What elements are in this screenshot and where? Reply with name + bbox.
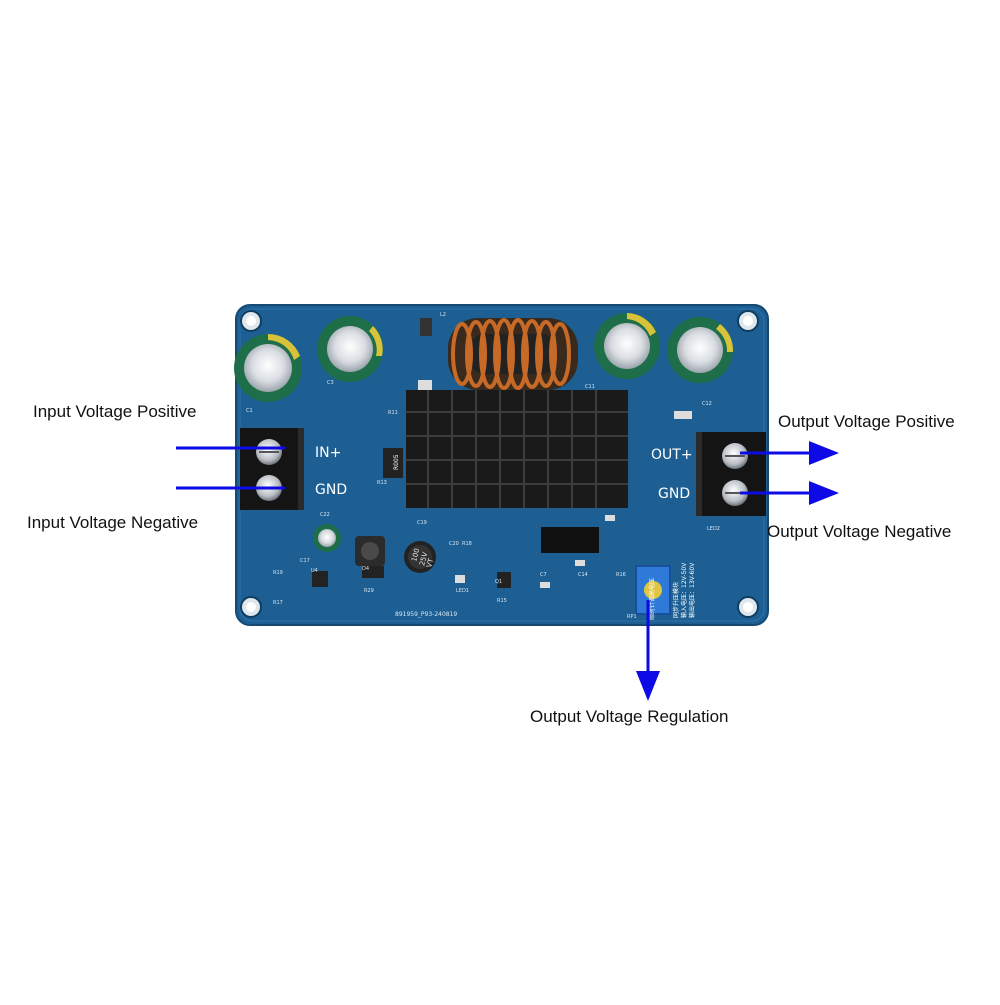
svg-text:L2: L2 [440, 312, 446, 318]
callout-input-negative: Input Voltage Negative [27, 513, 199, 532]
electrolytic-capacitor-icon [234, 313, 734, 402]
svg-text:C1: C1 [246, 408, 253, 414]
label-in-plus: IN+ [315, 445, 341, 461]
toroid-inductor-icon [448, 318, 578, 390]
svg-text:R19: R19 [273, 570, 283, 576]
svg-text:LED1: LED1 [456, 588, 469, 594]
label-gnd-out: GND [658, 486, 690, 502]
silkscreen-serial: 891959_P93-240819 [395, 611, 457, 618]
svg-text:R17: R17 [273, 600, 283, 606]
svg-text:C20: C20 [449, 541, 459, 547]
svg-text:R16: R16 [616, 572, 626, 578]
svg-text:C7: C7 [540, 572, 547, 578]
label-out-plus: OUT+ [651, 447, 693, 463]
cap-c19-value: 100 [410, 548, 421, 563]
screw-terminal-icon [696, 432, 766, 516]
svg-text:R29: R29 [364, 588, 374, 594]
heatsink-icon [406, 390, 628, 508]
chinese-line4: 顺时针调高电压 [648, 578, 656, 620]
svg-text:C14: C14 [578, 572, 588, 578]
svg-text:Q1: Q1 [495, 579, 502, 585]
screw-terminal-icon [240, 428, 304, 510]
svg-text:R11: R11 [388, 410, 398, 416]
svg-text:C3: C3 [327, 380, 334, 386]
callout-output-negative: Output Voltage Negative [767, 522, 952, 541]
svg-text:RP1: RP1 [627, 614, 637, 620]
resistor-code: R005 [393, 454, 400, 470]
callout-output-regulation: Output Voltage Regulation [530, 707, 729, 726]
label-gnd-in: GND [315, 482, 347, 498]
svg-text:LED2: LED2 [707, 526, 720, 532]
callout-output-positive: Output Voltage Positive [778, 412, 955, 431]
svg-text:R15: R15 [497, 598, 507, 604]
chinese-line1: 同步升压模块 [672, 582, 680, 618]
svg-text:R18: R18 [462, 541, 472, 547]
svg-text:C12: C12 [702, 401, 712, 407]
cap-c19-voltage: 25V [418, 551, 429, 567]
reference-designators: C1 C3 C11 L2 C19 C22 C17 U4 R11 R13 C12 … [246, 312, 720, 620]
svg-text:C17: C17 [300, 558, 310, 564]
svg-text:C11: C11 [585, 384, 595, 390]
svg-text:D4: D4 [362, 566, 369, 572]
chinese-line3: 输出电压：13V-60V [688, 562, 696, 618]
svg-text:R13: R13 [377, 480, 387, 486]
chinese-line2: 输入电压：12V-50V [680, 562, 688, 618]
callout-input-positive: Input Voltage Positive [33, 402, 197, 421]
svg-text:C19: C19 [417, 520, 427, 526]
svg-text:U4: U4 [311, 568, 318, 574]
cap-c19-suffix: VT [425, 557, 435, 569]
mounting-hole-icon [240, 310, 759, 618]
smd-components [312, 318, 692, 588]
svg-text:C22: C22 [320, 512, 330, 518]
trimmer-potentiometer-icon [635, 565, 671, 615]
